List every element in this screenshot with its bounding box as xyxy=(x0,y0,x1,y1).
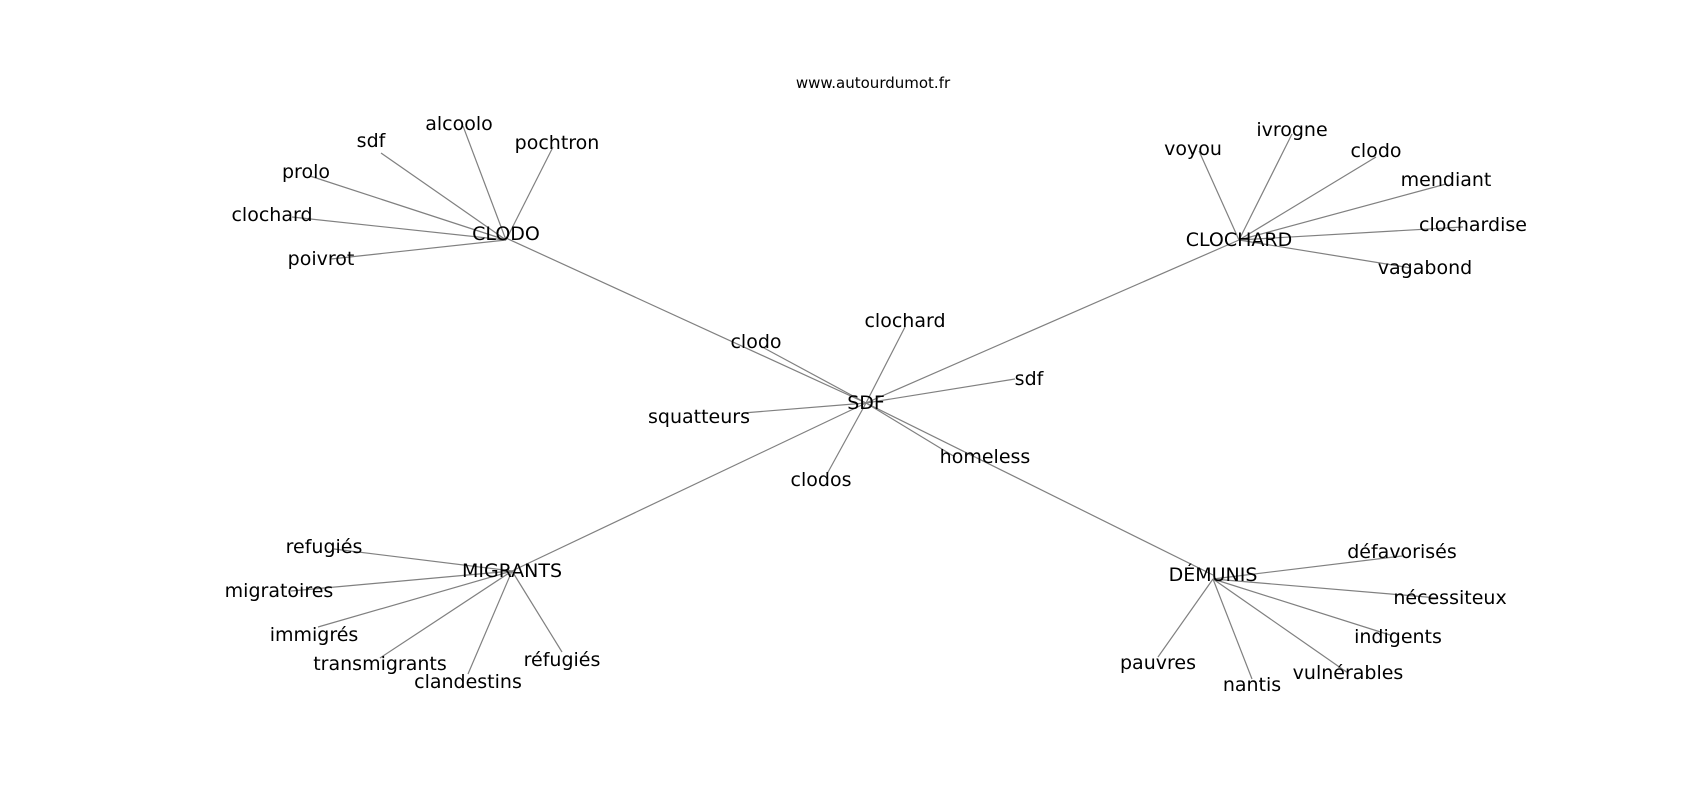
node-label-nantis: nantis xyxy=(1223,674,1281,696)
node-label-defavorises: défavorisés xyxy=(1347,541,1457,563)
node-label-necessiteux: nécessiteux xyxy=(1393,587,1506,609)
edge-demunis_hub-indigents xyxy=(1212,578,1391,636)
edge-clodo_hub-clodo_sdf xyxy=(380,152,507,241)
edge-clochard_hub-clochard_clodo xyxy=(1238,156,1377,241)
edge-clodo_hub-clodo_clochard xyxy=(291,216,507,241)
node-label-migratoires: migratoires xyxy=(225,580,334,602)
edge-migrants_hub-refugies xyxy=(333,548,513,572)
edge-sdf_center-clodo_hub xyxy=(505,237,867,404)
edge-demunis_hub-necessiteux xyxy=(1212,578,1439,599)
edge-sdf_center-demunis_hub xyxy=(865,402,1214,576)
edge-sdf_center-clodos xyxy=(826,402,867,475)
edge-sdf_center-clochard_hub xyxy=(865,239,1240,404)
node-label-transmigrants: transmigrants xyxy=(313,653,447,675)
node-label-clochardise: clochardise xyxy=(1419,214,1527,236)
edge-sdf_center-homeless xyxy=(865,402,956,458)
node-label-poivrot: poivrot xyxy=(288,248,355,270)
edge-demunis_hub-pauvres xyxy=(1157,578,1214,658)
edge-clodo_hub-poivrot xyxy=(330,239,507,260)
node-label-clodo-hub: CLODO xyxy=(472,223,540,245)
node-label-clandestins: clandestins xyxy=(414,671,522,693)
node-label-ivrogne: ivrogne xyxy=(1256,119,1327,141)
node-label-pochtron: pochtron xyxy=(515,132,600,154)
edge-clochard_hub-mendiant xyxy=(1238,183,1447,241)
edge-clochard_hub-ivrogne xyxy=(1238,133,1293,241)
node-label-clodo-sdf: sdf xyxy=(357,130,387,152)
edge-demunis_hub-nantis xyxy=(1212,578,1253,680)
edge-clodo_hub-alcoolo xyxy=(462,125,507,241)
source-label: www.autourdumot.fr xyxy=(796,74,951,92)
node-label-squatteurs: squatteurs xyxy=(648,406,750,428)
edge-demunis_hub-vulnerables xyxy=(1212,578,1349,674)
node-label-clochard-near: clochard xyxy=(864,310,945,332)
node-label-vagabond: vagabond xyxy=(1378,257,1472,279)
node-label-vulnerables: vulnérables xyxy=(1293,662,1404,684)
edge-migrants_hub-refugies_accent xyxy=(511,570,563,653)
node-label-voyou: voyou xyxy=(1164,138,1222,160)
node-label-prolo: prolo xyxy=(282,161,330,183)
node-label-refugies-accent: réfugiés xyxy=(524,649,601,671)
edge-migrants_hub-transmigrants xyxy=(379,570,513,659)
edge-sdf_center-clochard_near xyxy=(865,326,906,404)
node-label-pauvres: pauvres xyxy=(1120,652,1196,674)
edge-clodo_hub-pochtron xyxy=(505,146,554,241)
edge-sdf_center-clodo_near xyxy=(763,347,867,404)
edge-migrants_hub-clandestins xyxy=(467,570,513,675)
node-label-clochard-hub: CLOCHARD xyxy=(1186,229,1293,251)
node-label-indigents: indigents xyxy=(1354,626,1442,648)
node-label-refugies: refugiés xyxy=(286,536,363,558)
edge-migrants_hub-migratoires xyxy=(290,570,513,592)
edge-demunis_hub-defavorises xyxy=(1212,555,1403,580)
edge-clochard_hub-vagabond xyxy=(1238,239,1412,269)
edge-sdf_center-sdf_near xyxy=(865,378,1016,404)
node-label-homeless: homeless xyxy=(940,446,1031,468)
node-label-immigres: immigrés xyxy=(270,624,359,646)
node-label-clodos: clodos xyxy=(791,469,852,491)
node-label-demunis-hub: DÉMUNIS xyxy=(1169,563,1258,586)
node-label-migrants-hub: MIGRANTS xyxy=(462,560,562,582)
edge-clochard_hub-voyou xyxy=(1198,150,1240,241)
edge-migrants_hub-immigres xyxy=(317,570,513,628)
node-label-alcoolo: alcoolo xyxy=(425,113,493,135)
edge-clochard_hub-clochardise xyxy=(1238,226,1464,241)
node-label-sdf-near: sdf xyxy=(1015,368,1045,390)
node-label-clochard-clodo: clodo xyxy=(1350,140,1401,162)
edge-sdf_center-migrants_hub xyxy=(511,402,867,572)
node-label-clodo-near: clodo xyxy=(730,331,781,353)
graph-labels: www.autourdumot.fr SDF CLODO CLOCHARD MIGRA… xyxy=(225,74,1527,696)
node-label-clodo-clochard: clochard xyxy=(231,204,312,226)
graph-edges xyxy=(290,125,1464,680)
node-label-mendiant: mendiant xyxy=(1401,169,1492,191)
edge-clodo_hub-prolo xyxy=(309,175,507,241)
node-label-sdf-center: SDF xyxy=(847,392,885,414)
edge-sdf_center-squatteurs xyxy=(742,402,867,414)
